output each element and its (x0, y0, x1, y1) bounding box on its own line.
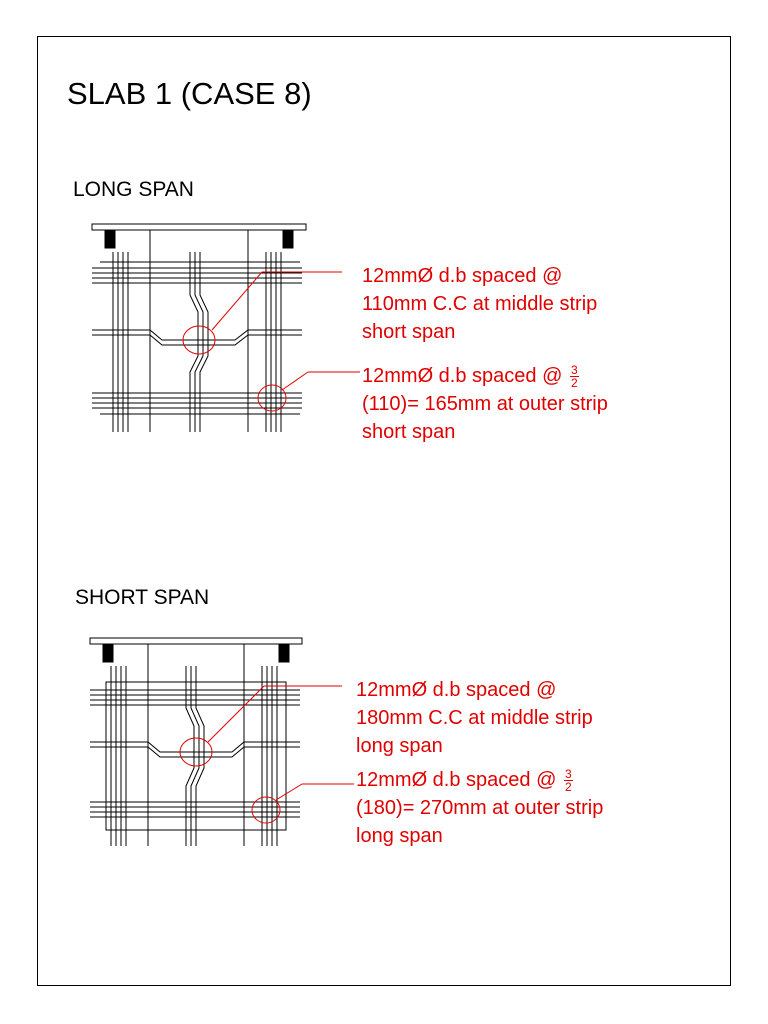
note-short-middle-strip: 12mmØ d.b spaced @ 180mm C.C at middle s… (356, 676, 593, 760)
page-title: SLAB 1 (CASE 8) (67, 76, 312, 111)
short-span-detail (89, 637, 303, 846)
rebar-cranked (195, 666, 205, 846)
rebar-cranked (199, 252, 209, 432)
rebar-cranked (189, 252, 199, 432)
note-line: 12mmØ d.b spaced @ (362, 265, 563, 287)
note-line-prefix: 12mmØ d.b spaced @ (362, 365, 568, 387)
support-right (282, 229, 294, 249)
leader-line (211, 271, 263, 331)
slab-section (89, 637, 303, 645)
fraction-numerator: 3 (569, 363, 579, 378)
note-line: short span (362, 321, 456, 343)
rebar-cranked (194, 252, 204, 432)
rebar-cranked (90, 746, 300, 758)
leader-line (207, 685, 265, 743)
note-line: 12mmØ d.b spaced @ (356, 679, 557, 701)
section-label-short-span: SHORT SPAN (75, 586, 210, 609)
fraction-denominator: 2 (564, 780, 572, 795)
long-span-detail (91, 223, 307, 432)
note-line: long span (356, 735, 443, 757)
leader-line (281, 371, 309, 391)
callout-circle-middle (179, 737, 213, 767)
section-label-long-span: LONG SPAN (73, 178, 194, 201)
support-right (278, 643, 290, 663)
slab-section (91, 223, 307, 231)
rebar-cranked (185, 666, 195, 846)
short-span-callouts (179, 685, 354, 824)
note-line: short span (362, 421, 456, 443)
note-line: (110)= 165mm at outer strip (362, 393, 608, 415)
note-long-middle-strip: 12mmØ d.b spaced @ 110mm C.C at middle s… (362, 262, 597, 346)
fraction-numerator: 3 (563, 767, 573, 782)
rebar-cranked (90, 741, 300, 753)
long-span-callouts (182, 271, 360, 412)
rebar-cranked (190, 666, 200, 846)
rebar-cranked (92, 329, 302, 341)
callout-circle-middle (182, 325, 216, 355)
note-line: 110mm C.C at middle strip (362, 293, 598, 315)
leader-line (275, 783, 303, 801)
callout-circle-outer (257, 384, 287, 412)
support-left (102, 643, 114, 663)
note-line: (180)= 270mm at outer strip (356, 797, 604, 819)
note-line: 180mm C.C at middle strip (356, 707, 593, 729)
rebar-cranked (92, 334, 302, 346)
note-line-prefix: 12mmØ d.b spaced @ (356, 769, 562, 791)
fraction-denominator: 2 (570, 376, 578, 391)
callout-circle-outer (251, 796, 281, 824)
drawing-frame (37, 36, 731, 986)
support-left (104, 229, 116, 249)
note-line: long span (356, 825, 443, 847)
